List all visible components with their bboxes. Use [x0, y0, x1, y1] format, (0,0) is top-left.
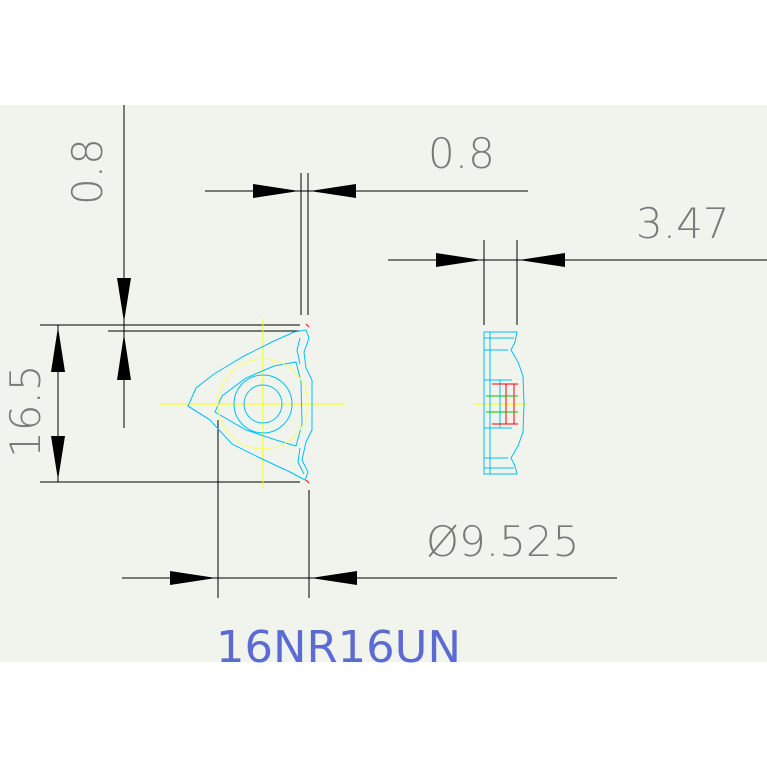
- clamp-hole-outer: [233, 374, 293, 434]
- clamp-hole-inner: [243, 384, 283, 424]
- side-outline: [483, 331, 525, 475]
- part-number-label: 16NR16UN: [216, 622, 461, 673]
- insert-outline: [187, 329, 313, 481]
- dimension-arrows: [51, 184, 565, 585]
- tip-mark-bottom: [305, 479, 310, 484]
- dim-height-label: 16.5: [1, 364, 50, 458]
- drawing-sheet: [0, 105, 767, 662]
- dim-top-offset-label: 0.8: [63, 138, 112, 205]
- dim-inscribed-circle-label: Ø9.525: [426, 517, 579, 566]
- side-section-green: [486, 395, 518, 413]
- dimension-lines: [40, 105, 767, 598]
- side-section-red: [492, 383, 518, 425]
- dim-nose-width-label: 0.8: [428, 129, 495, 178]
- dim-thickness-label: 3.47: [636, 199, 730, 248]
- insert-side-view: [474, 331, 528, 475]
- tip-mark-top: [305, 323, 310, 328]
- inscribed-circle: [217, 358, 309, 450]
- insert-front-view: [160, 318, 345, 488]
